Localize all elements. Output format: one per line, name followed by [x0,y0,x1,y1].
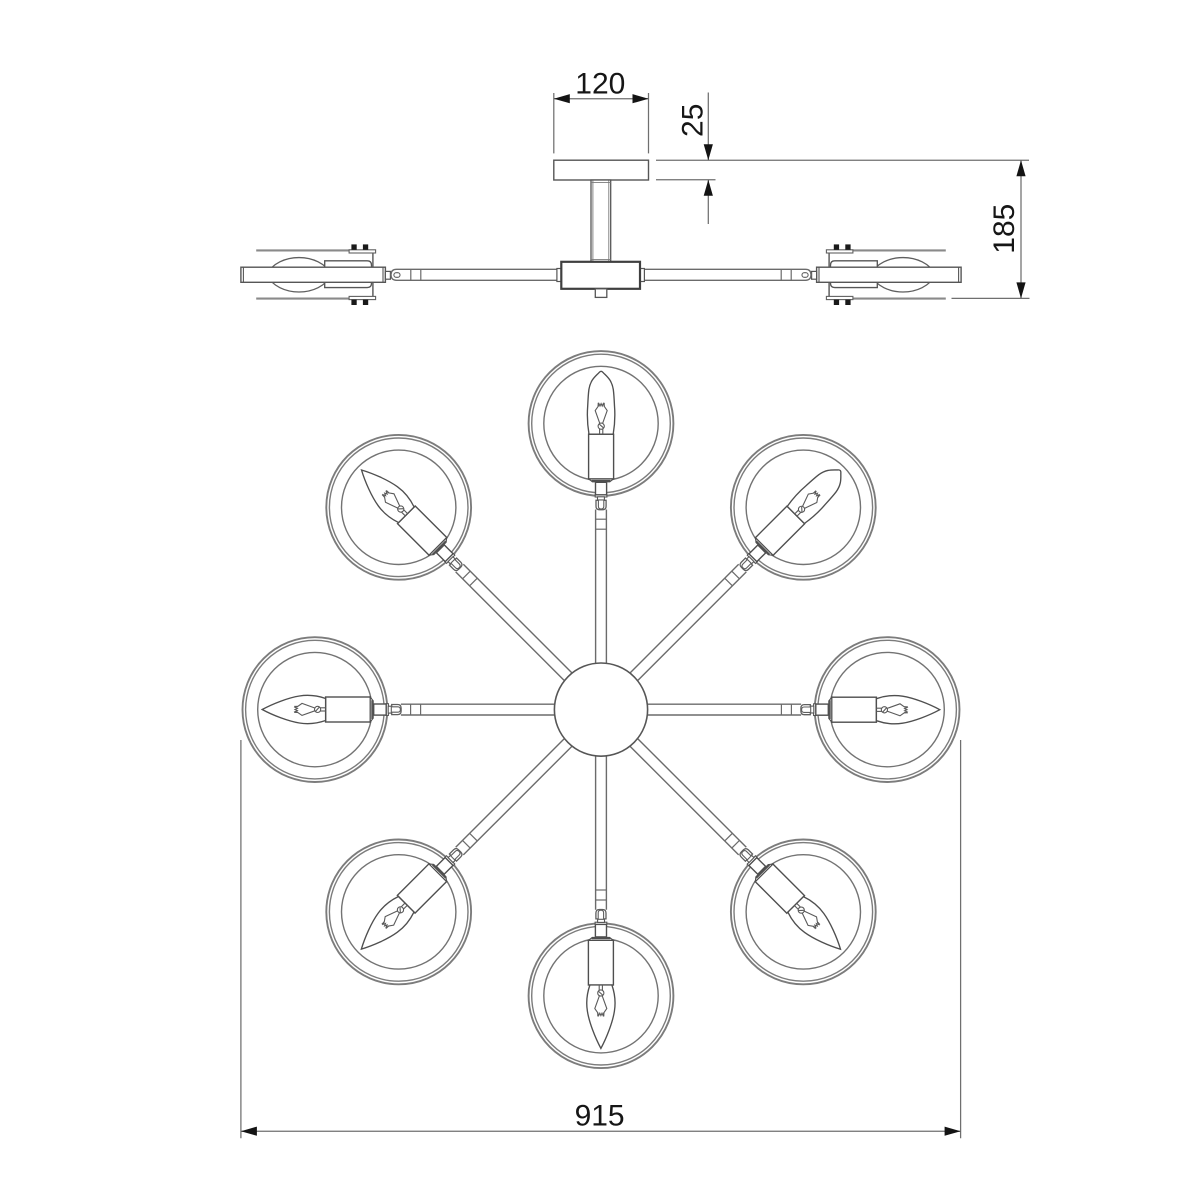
svg-text:185: 185 [988,204,1021,254]
svg-text:25: 25 [676,104,709,137]
svg-text:120: 120 [575,68,625,101]
svg-text:915: 915 [575,1100,625,1133]
